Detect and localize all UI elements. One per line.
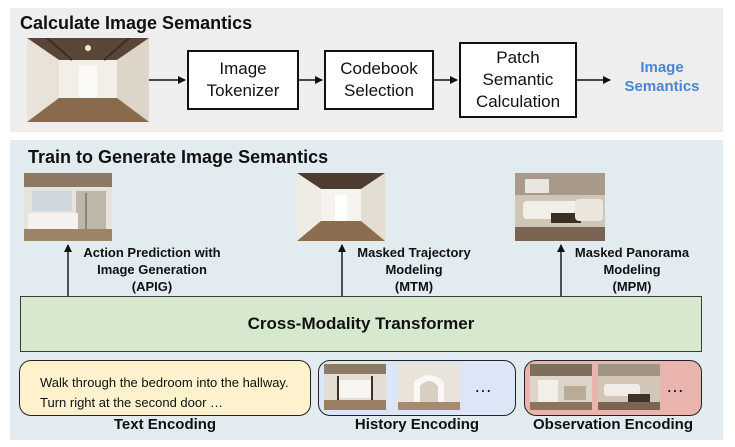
- bottom-panel-title: Train to Generate Image Semantics: [28, 147, 329, 167]
- cross-modality-transformer: Cross-Modality Transformer: [20, 296, 702, 352]
- codebook-selection-box: Codebook Selection: [324, 50, 434, 110]
- patch-semantic-calculation-box: Patch Semantic Calculation: [459, 42, 577, 118]
- mpm-living-room-image: [515, 173, 605, 241]
- text-encoding-box: Walk through the bedroom into the hallwa…: [19, 360, 311, 416]
- transformer-label: Cross-Modality Transformer: [247, 314, 475, 333]
- observation-room-image: [530, 364, 592, 410]
- image-semantics-output: Image Semantics: [624, 59, 700, 95]
- image-tokenizer-label: Image Tokenizer: [206, 59, 280, 100]
- input-hallway-image: [27, 38, 149, 122]
- observation-living-image: [598, 364, 660, 410]
- apig-kitchen-image: [24, 173, 112, 241]
- mtm-hallway-image: [297, 173, 385, 241]
- apig-task-label: Action Prediction with Image Generation …: [83, 245, 221, 294]
- observation-more-dots: …: [666, 376, 686, 396]
- history-more-dots: …: [474, 376, 494, 396]
- patch-semantic-calculation-label: Patch Semantic Calculation: [475, 48, 561, 111]
- mpm-task-label: Masked Panorama Modeling (MPM): [574, 245, 690, 294]
- image-tokenizer-box: Image Tokenizer: [187, 50, 299, 110]
- instruction-text: Walk through the bedroom into the hallwa…: [40, 375, 289, 410]
- observation-encoding-label: Observation Encoding: [532, 416, 694, 433]
- codebook-selection-label: Codebook Selection: [340, 59, 418, 100]
- text-encoding-label: Text Encoding: [113, 416, 217, 433]
- history-arch-hallway-image: [398, 364, 460, 410]
- history-bedroom-image: [324, 364, 386, 410]
- mtm-task-label: Masked Trajectory Modeling (MTM): [357, 245, 471, 294]
- top-panel-title: Calculate Image Semantics: [20, 13, 253, 33]
- history-encoding-label: History Encoding: [354, 416, 480, 433]
